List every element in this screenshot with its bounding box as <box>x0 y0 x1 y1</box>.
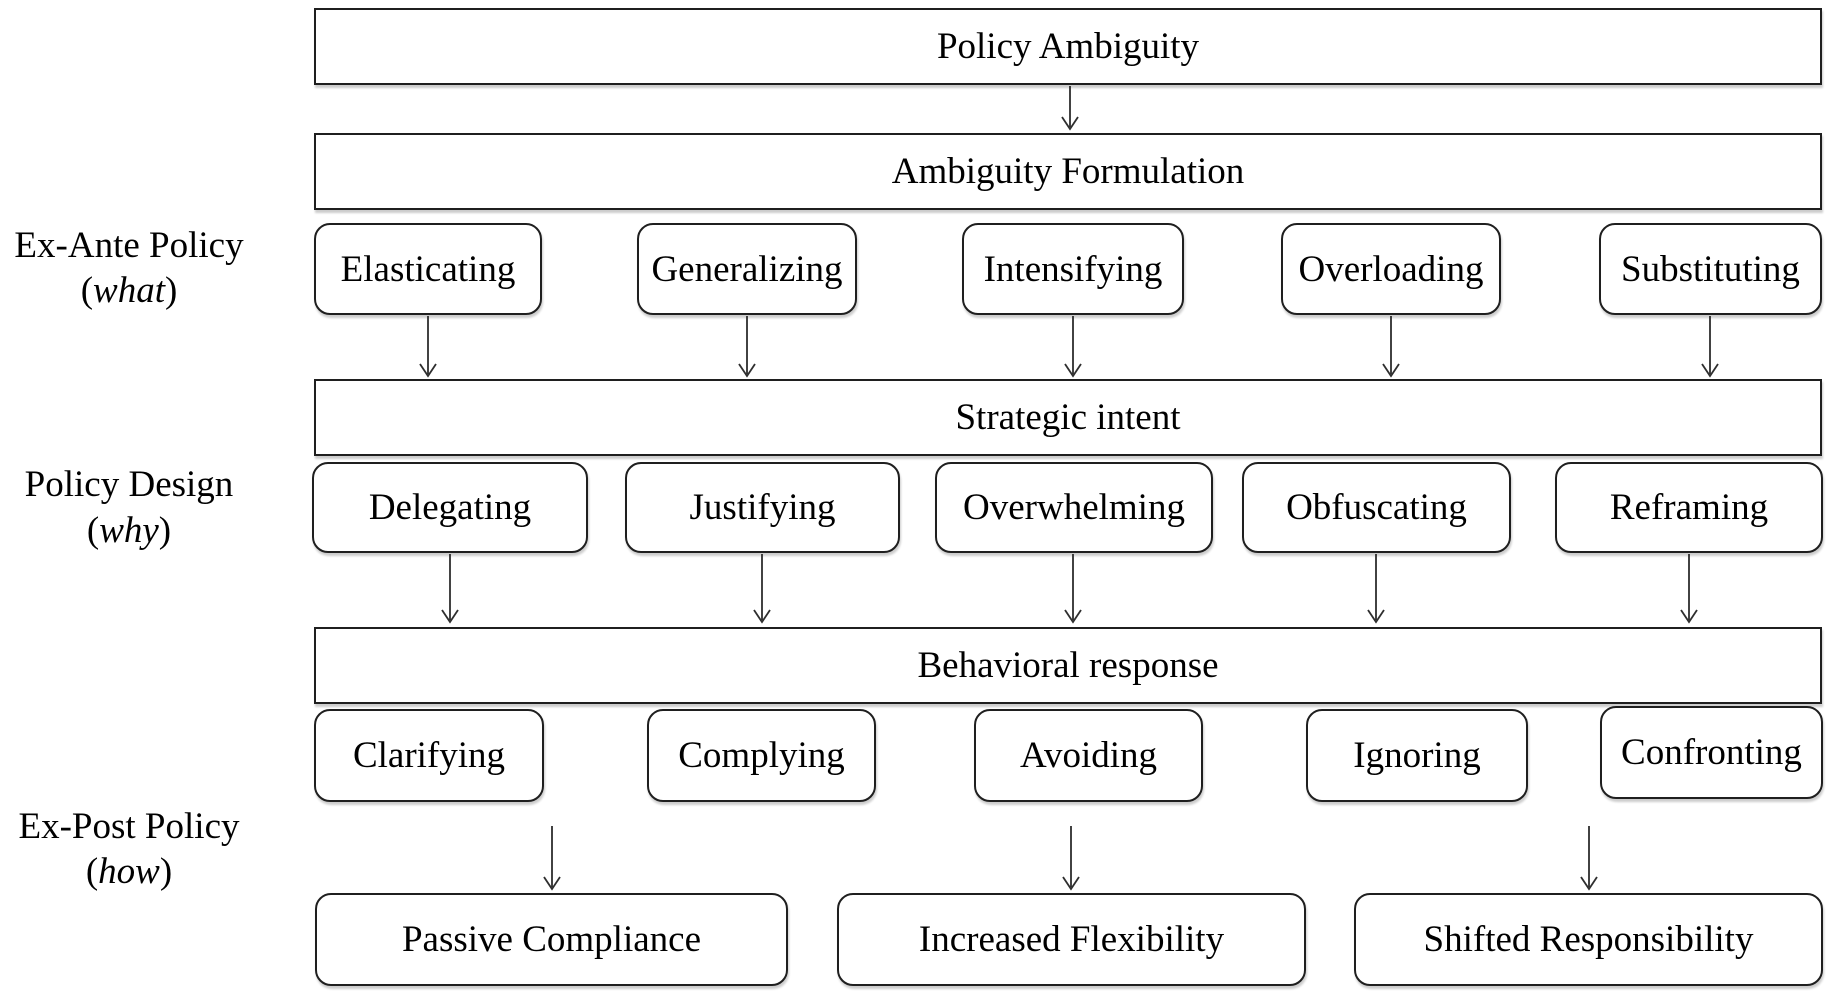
node-elasticating: Elasticating <box>314 223 542 315</box>
arrow-justifying-to-behavioral-response <box>753 554 771 624</box>
node-reframing: Reframing <box>1555 462 1823 553</box>
arrow-elasticating-to-strategic-intent <box>419 316 437 378</box>
arrow-overloading-to-strategic-intent <box>1382 316 1400 378</box>
node-shifted-responsibility: Shifted Responsibility <box>1354 893 1823 986</box>
node-justifying: Justifying <box>625 462 900 553</box>
node-passive-compliance: Passive Compliance <box>315 893 788 986</box>
node-confronting: Confronting <box>1600 706 1823 799</box>
arrow-substituting-to-strategic-intent <box>1701 316 1719 378</box>
side-label-policy-design: Policy Design (why) <box>0 462 258 553</box>
node-ignoring: Ignoring <box>1306 709 1528 802</box>
bar-behavioral-response: Behavioral response <box>314 627 1822 704</box>
arrow-overwhelming-to-behavioral-response <box>1064 554 1082 624</box>
side-label-ex-post-policy: Ex-Post Policy (how) <box>0 804 258 894</box>
node-overloading: Overloading <box>1281 223 1501 315</box>
side-label-ex-ante-policy: Ex-Ante Policy (what) <box>0 222 258 314</box>
node-obfuscating: Obfuscating <box>1242 462 1511 553</box>
node-avoiding: Avoiding <box>974 709 1203 802</box>
arrow-reframing-to-behavioral-response <box>1680 554 1698 624</box>
bar-policy-ambiguity: Policy Ambiguity <box>314 8 1822 85</box>
arrow-to-shifted-responsibility <box>1580 826 1598 891</box>
node-increased-flexibility: Increased Flexibility <box>837 893 1306 986</box>
node-delegating: Delegating <box>312 462 588 553</box>
side-label-keyword: (why) <box>86 509 172 551</box>
bar-strategic-intent: Strategic intent <box>314 379 1822 456</box>
node-overwhelming: Overwhelming <box>935 462 1213 553</box>
arrow-to-passive-compliance <box>543 826 561 891</box>
side-label-keyword: (how) <box>85 851 173 892</box>
bar-ambiguity-formulation: Ambiguity Formulation <box>314 133 1822 210</box>
side-label-title: Ex-Post Policy <box>18 805 240 847</box>
arrow-intensifying-to-strategic-intent <box>1064 316 1082 378</box>
side-label-keyword: (what) <box>80 270 178 311</box>
arrow-obfuscating-to-behavioral-response <box>1367 554 1385 624</box>
node-clarifying: Clarifying <box>314 709 544 802</box>
arrow-generalizing-to-strategic-intent <box>738 316 756 378</box>
node-generalizing: Generalizing <box>637 223 857 315</box>
side-label-title: Ex-Ante Policy <box>14 224 244 266</box>
arrow-policy-ambiguity-to-formulation <box>1061 86 1079 131</box>
node-intensifying: Intensifying <box>962 223 1184 315</box>
arrow-delegating-to-behavioral-response <box>441 554 459 624</box>
side-label-title: Policy Design <box>24 464 234 506</box>
arrow-to-increased-flexibility <box>1062 826 1080 891</box>
node-complying: Complying <box>647 709 876 802</box>
node-substituting: Substituting <box>1599 223 1822 315</box>
